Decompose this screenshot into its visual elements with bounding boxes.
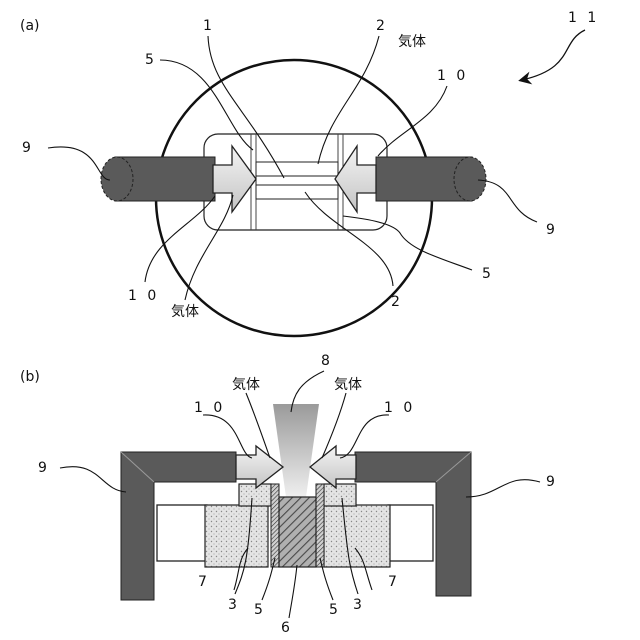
- frame-right-b: [388, 505, 433, 561]
- leader-9-left-b: [60, 467, 126, 492]
- label-10-left-b: 1 0: [194, 400, 225, 416]
- label-10-bottom: 1 0: [128, 288, 159, 304]
- cap-3-right: [324, 484, 356, 506]
- label-11: 1 1: [568, 10, 599, 26]
- block-7-right: [324, 505, 390, 567]
- plate-upper: [256, 162, 338, 176]
- light-beam: [273, 404, 319, 497]
- panel-a-label: (a): [20, 18, 40, 34]
- label-gas-left-b: 気体: [232, 377, 260, 393]
- label-3-right: 3: [353, 597, 362, 613]
- label-9-left: 9: [22, 140, 31, 156]
- panel-b: (b): [20, 353, 555, 636]
- label-5-left-b: 5: [254, 602, 263, 618]
- leader-9-left: [48, 147, 110, 180]
- label-5-top: 5: [145, 52, 154, 68]
- block-7-left: [205, 505, 268, 567]
- label-9-right: 9: [546, 222, 555, 238]
- frame-left-b: [157, 505, 207, 561]
- label-8: 8: [321, 353, 330, 369]
- label-3-left: 3: [228, 597, 237, 613]
- cap-3-left: [239, 484, 271, 506]
- label-10-right-b: 1 0: [384, 400, 415, 416]
- label-gas-bottom: 気体: [171, 304, 199, 320]
- label-gas-top: 気体: [398, 34, 426, 50]
- leader-9-right-b: [466, 480, 540, 497]
- label-7-left: 7: [198, 574, 207, 590]
- leader-9-right: [478, 180, 537, 222]
- label-10-top: 1 0: [437, 68, 468, 84]
- label-9-left-b: 9: [38, 460, 47, 476]
- wall-5-left: [271, 484, 279, 567]
- label-9-right-b: 9: [546, 474, 555, 490]
- leader-6: [289, 565, 297, 618]
- leader-11: [522, 30, 585, 80]
- label-2-top: 2: [376, 18, 385, 34]
- plate-middle: [256, 176, 338, 185]
- label-1: 1: [203, 18, 212, 34]
- plate-lower: [256, 185, 338, 199]
- label-gas-right-b: 気体: [334, 377, 362, 393]
- gas-arrow-left-b: [236, 446, 283, 488]
- label-5-right-b: 5: [329, 602, 338, 618]
- panel-b-label: (b): [20, 369, 40, 385]
- block-6-center: [279, 497, 316, 567]
- label-2-bottom: 2: [391, 294, 400, 310]
- panel-a: (a) 1 1: [20, 10, 599, 336]
- label-7-right: 7: [388, 574, 397, 590]
- label-5-bottom: 5: [482, 266, 491, 282]
- wall-5-right: [316, 484, 324, 567]
- pipe-right-a-end: [454, 157, 486, 201]
- label-6: 6: [281, 620, 290, 636]
